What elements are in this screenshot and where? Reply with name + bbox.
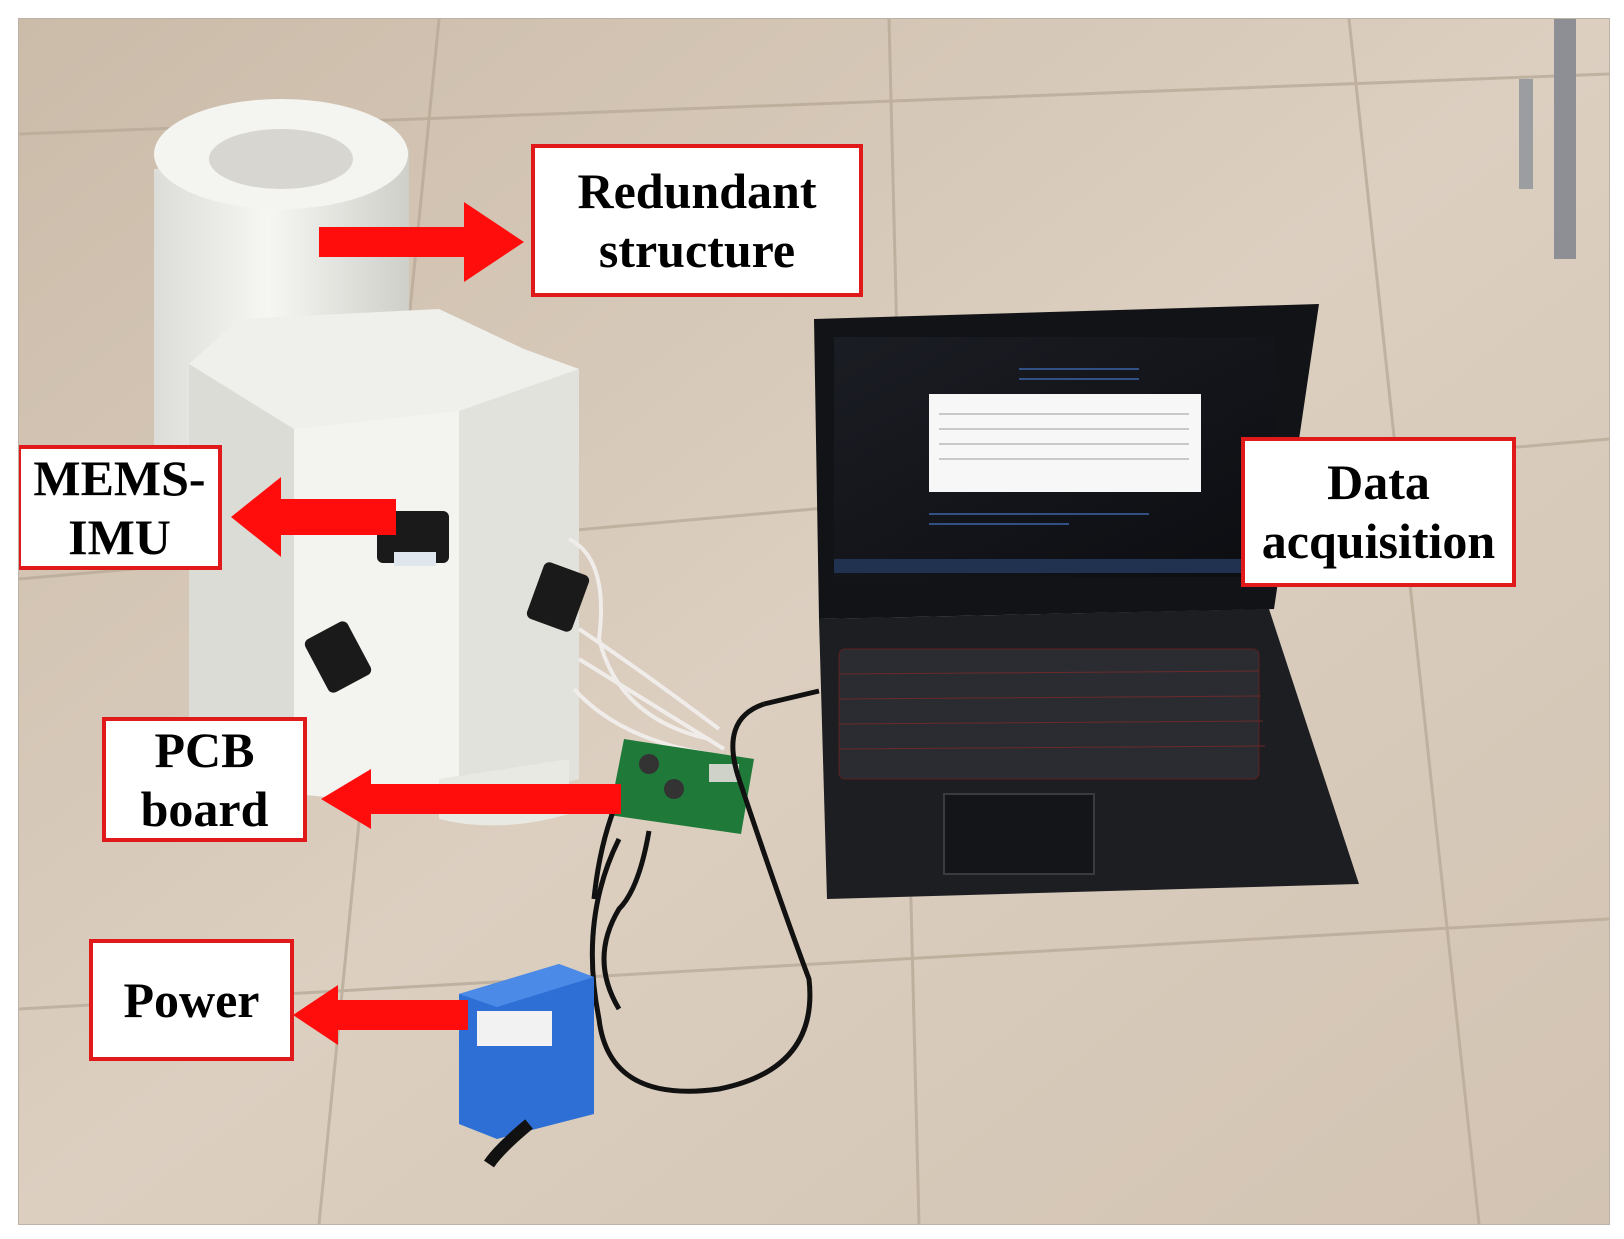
label-data-text: Data acquisition	[1261, 454, 1496, 569]
power-arrow	[293, 985, 468, 1045]
label-pcb-text: PCB board	[140, 721, 269, 837]
redundant-arrow	[319, 202, 524, 282]
photo-scene: Redundant structure MEMS- IMU Data acqui…	[18, 18, 1610, 1225]
label-pcb-board: PCB board	[102, 717, 307, 842]
label-mems-text: MEMS- IMU	[33, 449, 206, 565]
label-mems-imu: MEMS- IMU	[19, 445, 222, 570]
label-data-acquisition: Data acquisition	[1241, 437, 1516, 587]
mems-arrow	[231, 477, 396, 557]
label-power: Power	[89, 939, 294, 1061]
label-redundant-text: Redundant structure	[577, 162, 817, 278]
pcb-arrow	[321, 769, 621, 829]
label-power-text: Power	[123, 971, 260, 1028]
label-redundant-structure: Redundant structure	[531, 144, 863, 297]
